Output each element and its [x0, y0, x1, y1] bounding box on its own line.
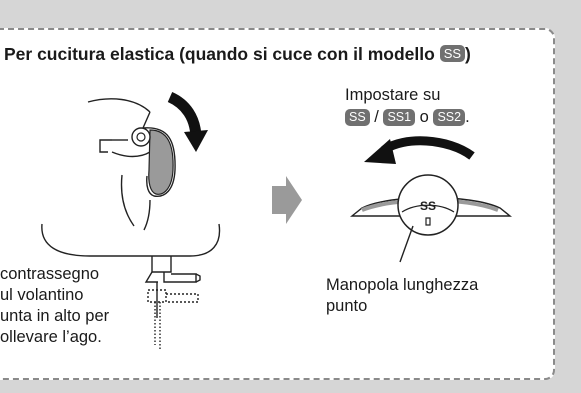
rotate-clockwise-arrow-icon — [167, 91, 208, 152]
sewing-machine-drawing — [41, 98, 221, 350]
handwheel-caption: contrassegno ul volantino unta in alto p… — [0, 265, 110, 346]
setting-badge-ss2: SS2 — [433, 109, 466, 126]
dial-caption: Manopola lunghezza punto — [326, 276, 479, 315]
setting-badge-ss1: SS1 — [383, 109, 416, 126]
stitch-length-dial: SS — [350, 174, 512, 236]
dial-leader-line — [399, 225, 414, 263]
handwheel — [148, 129, 174, 195]
dial-setting-label: SS — [420, 199, 436, 213]
next-step-arrow-icon — [272, 176, 302, 224]
setting-badge-ss: SS — [345, 109, 370, 126]
section-title: Per cucitura elastica (quando si cuce co… — [4, 44, 471, 64]
setting-instruction: Impostare su SS / SS1 o SS2. — [345, 86, 470, 126]
stitch-pattern-badge: SS — [439, 45, 466, 62]
dial-curved-arrow-icon — [364, 136, 475, 164]
